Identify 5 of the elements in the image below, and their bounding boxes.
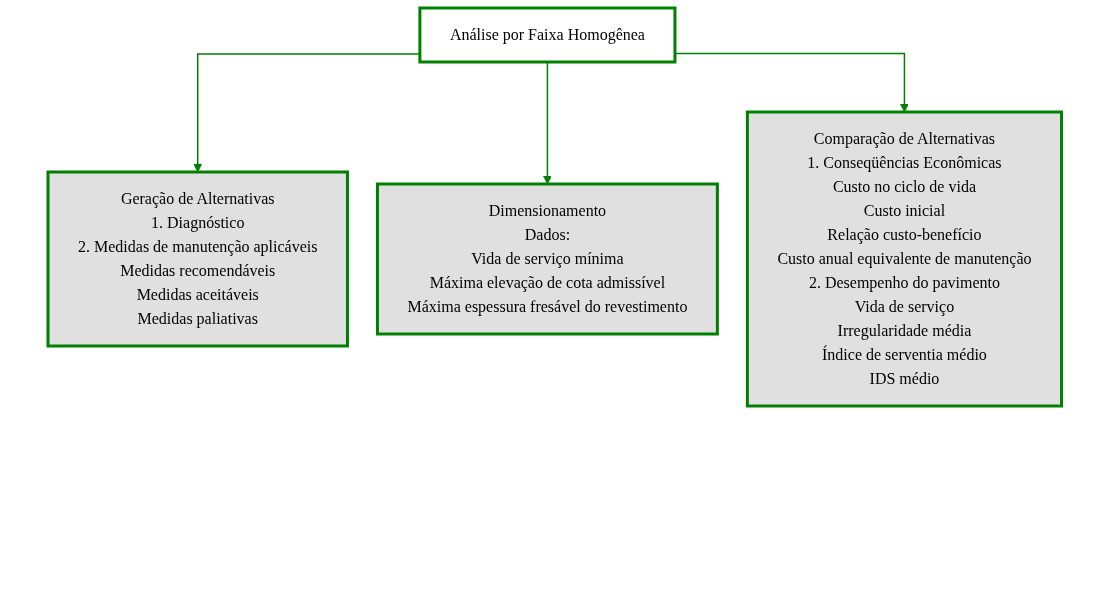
node-box: Dimensionamento Dados: Vida de serviço mínima Máxima elevação de cota admissível Máxima espessura fresável do revestimento (376, 182, 720, 336)
node-box: Geração de Alternativas 1. Diagnóstico 2. Medidas de manutenção aplicáveis Medidas recomendáveis Medidas aceitáveis Medidas paliativas (46, 170, 350, 348)
node-box: Comparação de Alternativas 1. Conseqüências Econômicas Custo no ciclo de vida Custo inicial Relação custo-benefício Custo anual equivalente de manutenção 2. Desempenho do pavimento Vida de serviço Irregularidade média Índice de serventia médio IDS médio (746, 110, 1064, 408)
node-box: Análise por Faixa Homogênea (418, 6, 677, 64)
arrow (193, 53, 421, 173)
